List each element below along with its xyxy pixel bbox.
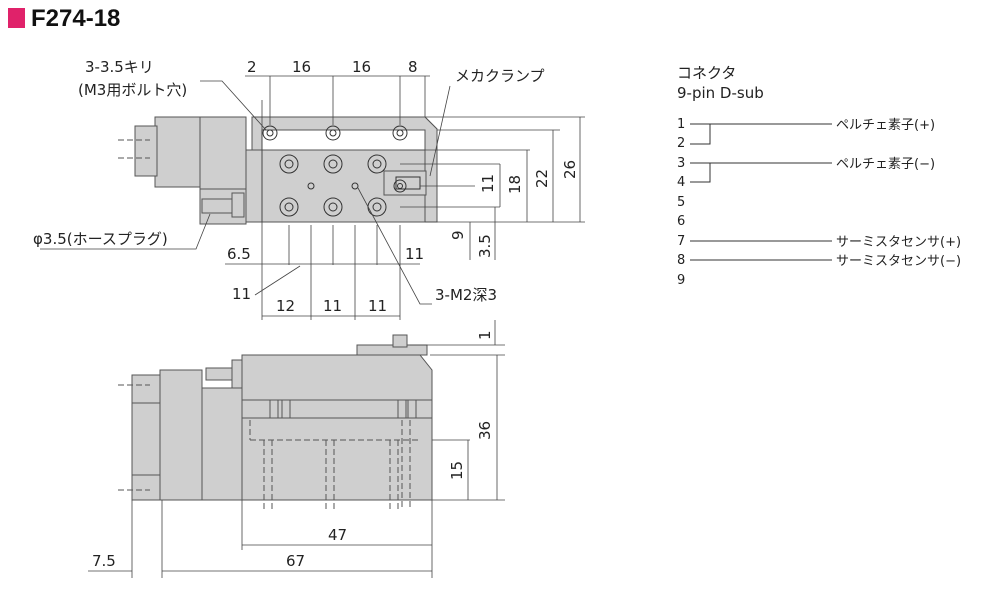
dim-right-3-5: 3.5: [476, 234, 494, 258]
dim-top-8: 8: [408, 58, 418, 76]
connector-plug: [134, 125, 158, 177]
pin-label-peltier-plus: ペルチェ素子(+): [836, 118, 935, 133]
stage-holes: [279, 154, 407, 217]
hole-sub-label: (M3用ボルト穴): [78, 81, 187, 99]
side-clamp: [356, 344, 428, 356]
clamp-label: メカクランプ: [455, 67, 545, 85]
pin-3: 3: [677, 156, 685, 171]
dim-side-7-5: 7.5: [92, 552, 116, 570]
dim-11-right: 11: [405, 245, 424, 263]
tap-label: 3-M2深3: [435, 286, 497, 304]
pin-5: 5: [677, 195, 685, 210]
dim-right-18: 18: [506, 175, 524, 194]
side-hose-plug: [205, 367, 235, 381]
pin-label-peltier-minus: ペルチェ素子(−): [836, 157, 935, 172]
side-connector-bottom: [131, 474, 163, 501]
dim-right-11: 11: [479, 174, 497, 193]
dim-11-left: 11: [232, 285, 251, 303]
hose-plug: [201, 198, 233, 214]
pin-label-thermistor-plus: サーミスタセンサ(+): [836, 235, 961, 250]
side-connector-top: [131, 374, 163, 404]
dim-bottom-11b: 11: [368, 297, 387, 315]
pin-1: 1: [677, 117, 685, 132]
page-title: F274-18: [31, 5, 120, 32]
top-view: 2 16 16 8 11 18 22 26 9 3.5 6.5 11 11 12…: [33, 58, 585, 320]
dim-side-15: 15: [448, 461, 466, 480]
side-connector-flange: [159, 369, 203, 501]
side-plate: [201, 387, 243, 501]
dim-top-2: 2: [247, 58, 257, 76]
connector-subtitle: 9-pin D-sub: [677, 84, 764, 102]
dim-side-67: 67: [286, 552, 305, 570]
side-connector-body: [131, 402, 163, 476]
dim-top-16a: 16: [292, 58, 311, 76]
connector-title: コネクタ: [677, 64, 736, 82]
dim-6-5: 6.5: [227, 245, 251, 263]
side-view: 1 36 15 47 67 7.5: [88, 320, 505, 578]
connector-housing: [154, 116, 206, 188]
title-marker: [8, 8, 25, 28]
connector-pinout: コネクタ 9-pin D-sub 1 2 3 4 5 6 7 8 9 ペルチェ素…: [677, 64, 961, 288]
connector-mount: [199, 116, 247, 190]
pin-label-thermistor-minus: サーミスタセンサ(−): [836, 254, 961, 269]
hole-label: 3-3.5キリ: [85, 58, 154, 76]
pin-2: 2: [677, 136, 685, 151]
hose-label: φ3.5(ホースプラグ): [33, 230, 168, 248]
dim-side-1: 1: [476, 330, 494, 340]
pin-7: 7: [677, 234, 685, 249]
dim-side-36: 36: [476, 421, 494, 440]
side-stage-block: [241, 417, 433, 501]
pin-4: 4: [677, 175, 685, 190]
pin-9: 9: [677, 273, 685, 288]
dim-bottom-11a: 11: [323, 297, 342, 315]
side-clamp-knob: [392, 334, 408, 348]
dim-side-47: 47: [328, 526, 347, 544]
pin-6: 6: [677, 214, 685, 229]
dim-right-9: 9: [449, 230, 467, 240]
side-top-plate: [241, 354, 433, 401]
stage-side: [245, 149, 263, 223]
side-hidden-lines: [249, 420, 420, 510]
dim-right-26: 26: [561, 160, 579, 179]
dim-top-16b: 16: [352, 58, 371, 76]
pin-8: 8: [677, 253, 685, 268]
dim-right-22: 22: [533, 169, 551, 188]
dim-bottom-12: 12: [276, 297, 295, 315]
hose-plug-nut: [231, 192, 245, 218]
